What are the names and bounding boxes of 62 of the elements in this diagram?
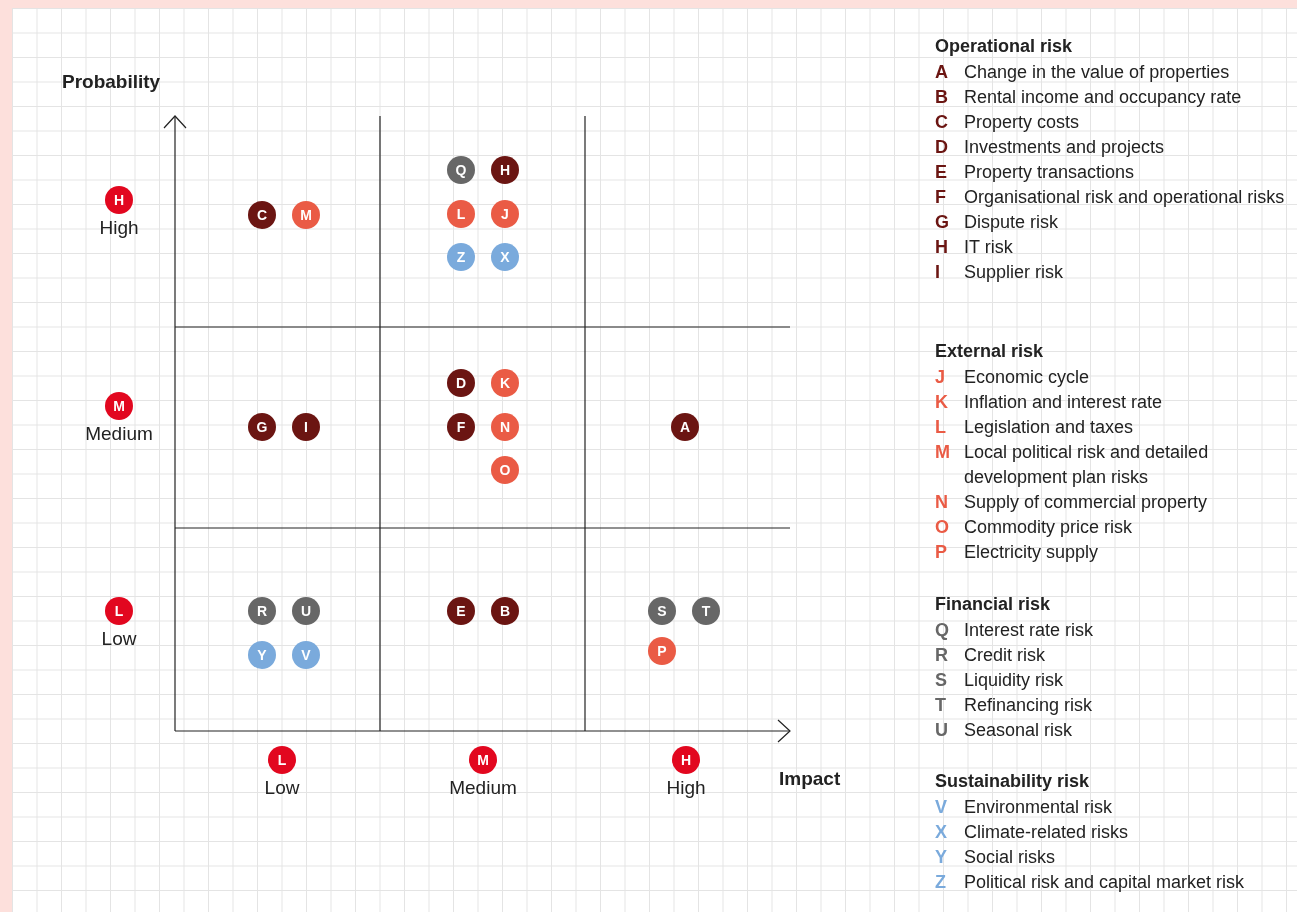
- legend-heading: External risk: [935, 341, 1045, 362]
- legend-key: L: [935, 415, 964, 440]
- level-label: Medium: [84, 423, 154, 445]
- legend-key: F: [935, 185, 964, 210]
- legend-text: Political risk and capital market risk: [964, 871, 1245, 894]
- legend-text: Climate-related risks: [964, 821, 1129, 844]
- legend-text: Property costs: [964, 111, 1080, 134]
- legend-key: V: [935, 795, 964, 820]
- level-label: High: [665, 777, 707, 799]
- legend-text: Supplier risk: [964, 261, 1064, 284]
- legend-key: Q: [935, 618, 964, 643]
- legend-text: Rental income and occupancy rate: [964, 86, 1242, 109]
- level-label: High: [98, 217, 140, 239]
- legend-key: M: [935, 440, 964, 490]
- legend-text: Interest rate risk: [964, 619, 1094, 642]
- legend-key: O: [935, 515, 964, 540]
- legend-text: Economic cycle: [964, 366, 1090, 389]
- legend-key: E: [935, 160, 964, 185]
- legend-key: G: [935, 210, 964, 235]
- legend-key: U: [935, 718, 964, 743]
- legend-text: Commodity price risk: [964, 516, 1133, 539]
- legend-key: H: [935, 235, 964, 260]
- legend-text: Electricity supply: [964, 541, 1099, 564]
- legend-heading: Sustainability risk: [935, 771, 1091, 792]
- legend-text: Supply of commercial property: [964, 491, 1208, 514]
- legend-key: T: [935, 693, 964, 718]
- legend-key: Y: [935, 845, 964, 870]
- legend-key: K: [935, 390, 964, 415]
- legend-text: Property transactions: [964, 161, 1135, 184]
- axis-title: Impact: [779, 768, 841, 790]
- legend-key: J: [935, 365, 964, 390]
- legend-key: A: [935, 60, 964, 85]
- legend-key: R: [935, 643, 964, 668]
- legend-heading: Financial risk: [935, 594, 1052, 615]
- legend-key: C: [935, 110, 964, 135]
- legend-key: D: [935, 135, 964, 160]
- legend-text: Investments and projects: [964, 136, 1165, 159]
- legend-key: I: [935, 260, 964, 285]
- legend-text: IT risk: [964, 236, 1013, 259]
- legend-text: Credit risk: [964, 644, 1045, 667]
- legend-key: S: [935, 668, 964, 693]
- legend-key: P: [935, 540, 964, 565]
- level-label: Medium: [448, 777, 518, 799]
- axis-title: Probability: [62, 71, 161, 93]
- level-label: Low: [100, 628, 138, 650]
- legend-key: B: [935, 85, 964, 110]
- legend-heading: Operational risk: [935, 36, 1074, 57]
- legend-text: Organisational risk and operational risks: [964, 186, 1285, 209]
- legend-text: Seasonal risk: [964, 719, 1073, 742]
- legend-text: Change in the value of properties: [964, 61, 1230, 84]
- level-label: Low: [263, 777, 301, 799]
- legend-key: N: [935, 490, 964, 515]
- legend-text: Local political risk and detailed development plan risks: [964, 441, 1210, 489]
- legend-text: Inflation and interest rate: [964, 391, 1163, 414]
- legend-key: Z: [935, 870, 964, 895]
- legend-text: Refinancing risk: [964, 694, 1093, 717]
- legend-text: Legislation and taxes: [964, 416, 1134, 439]
- legend-text: Social risks: [964, 846, 1056, 869]
- legend-text: Dispute risk: [964, 211, 1059, 234]
- legend-text: Liquidity risk: [964, 669, 1064, 692]
- legend-text: Environmental risk: [964, 796, 1113, 819]
- legend-key: X: [935, 820, 964, 845]
